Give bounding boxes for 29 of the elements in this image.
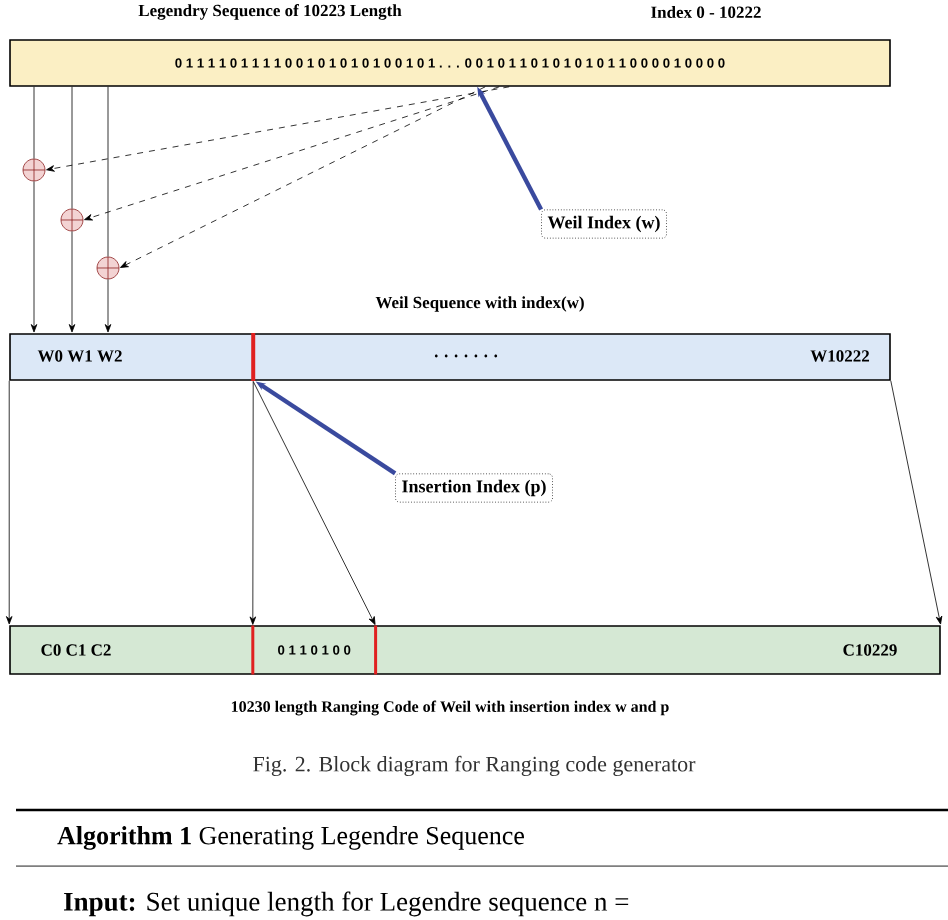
algorithm-heading: Algorithm 1 Generating Legendre Sequence bbox=[57, 826, 524, 850]
dashed-arrow bbox=[46, 86, 510, 172]
dashed-arrow bbox=[120, 86, 486, 268]
callout-box: Insertion Index (p) bbox=[395, 473, 553, 503]
node-label: . . . . . . . bbox=[434, 354, 498, 358]
heading: Index 0 - 10222 bbox=[651, 6, 761, 18]
xor-symbol bbox=[22, 158, 46, 182]
node-label: W0 W1 W2 bbox=[37, 350, 122, 362]
node-label: C10229 bbox=[843, 644, 897, 656]
caption: Fig. 2. Block diagram for Ranging code generator bbox=[253, 755, 696, 777]
insertion-marker bbox=[251, 333, 256, 381]
arrow bbox=[5, 380, 13, 625]
callout-box: Weil Index (w) bbox=[541, 209, 667, 239]
node-label: C0 C1 C2 bbox=[41, 644, 111, 656]
sequence-bar: W0 W1 W2 . . . . . . . W10222 bbox=[9, 333, 891, 381]
node-label: W10222 bbox=[810, 350, 870, 362]
arrow bbox=[890, 380, 943, 625]
heading: Legendry Sequence of 10223 Length bbox=[138, 4, 402, 20]
heading: Weil Sequence with index(w) bbox=[375, 296, 584, 312]
algorithm-text: Input: Set unique length for Legendre sequence n = bbox=[64, 891, 629, 917]
arrow bbox=[30, 181, 38, 333]
xor-symbol bbox=[96, 256, 120, 280]
arrow bbox=[252, 381, 376, 625]
heading: 10230 length Ranging Code of Weil with insertion index w and p bbox=[231, 700, 669, 716]
xor-symbol bbox=[60, 208, 84, 232]
dashed-arrow bbox=[84, 86, 500, 221]
arrow bbox=[249, 381, 257, 625]
arrow bbox=[104, 279, 112, 333]
arrow bbox=[68, 231, 76, 333]
